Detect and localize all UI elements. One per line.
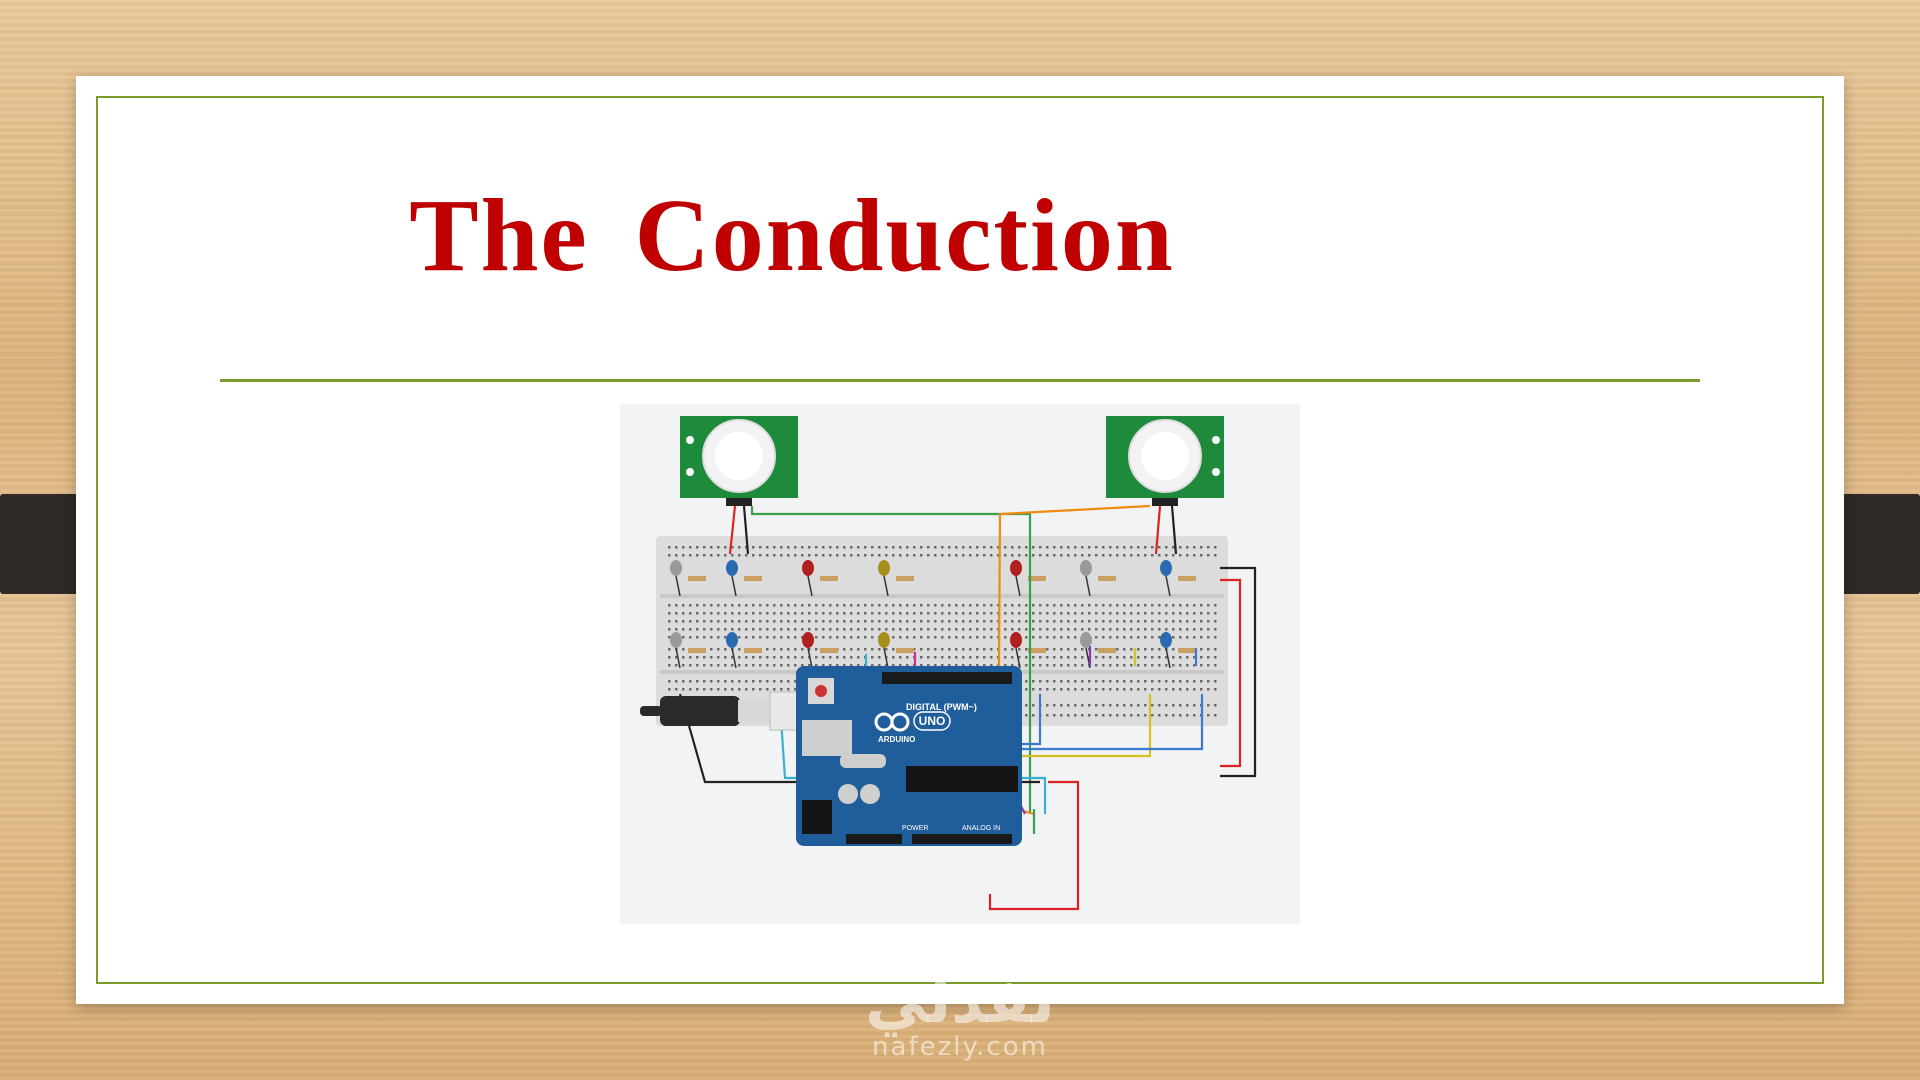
circuit-svg: DIGITAL (PWM~) UNO ARDUINO POWER ANALOG … (640, 416, 1257, 911)
slide-title: The Conduction (409, 178, 1175, 293)
circuit-diagram: DIGITAL (PWM~) UNO ARDUINO POWER ANALOG … (620, 404, 1300, 924)
slide-frame (96, 96, 1824, 984)
slide: The Conduction (76, 76, 1844, 1004)
watermark-url: nafezly.com (872, 1032, 1048, 1062)
leds (670, 560, 1196, 669)
arduino-board: DIGITAL (PWM~) UNO ARDUINO POWER ANALOG … (796, 666, 1022, 846)
usb-cable (640, 691, 807, 731)
pir-sensor-left (680, 416, 798, 506)
title-divider (220, 379, 1700, 382)
arduino-brand-label: ARDUINO (878, 735, 915, 744)
watermark: نفذلي nafezly.com (850, 964, 1070, 1063)
watermark-logo: نفذلي (865, 964, 1055, 1037)
digital-header-label: DIGITAL (PWM~) (906, 702, 977, 712)
power-header-label: POWER (902, 825, 928, 832)
uno-label: UNO (919, 714, 946, 728)
pir-sensor-right (1106, 416, 1224, 506)
analog-header-label: ANALOG IN (962, 825, 1000, 832)
